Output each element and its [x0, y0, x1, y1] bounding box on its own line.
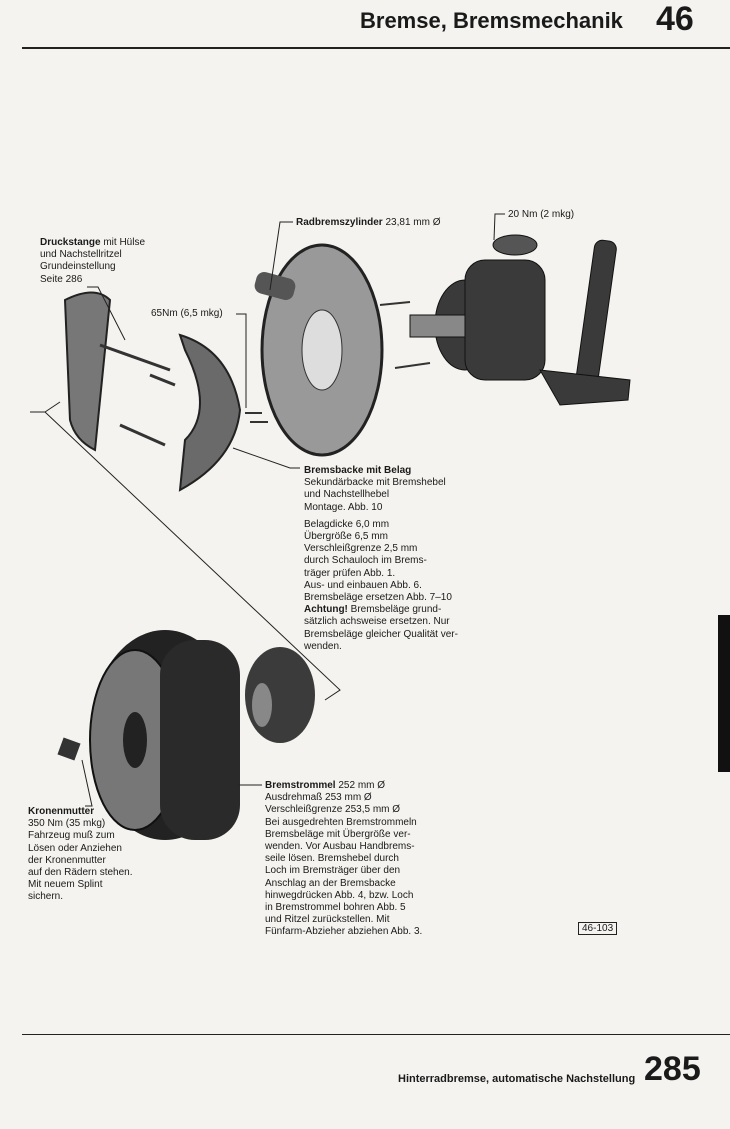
wheel-bearing-housing	[409, 234, 631, 406]
bremsbacke-spec: Übergröße 6,5 mm	[304, 531, 388, 543]
springs	[99, 343, 176, 447]
kronenmutter-line: der Kronenmutter	[28, 854, 106, 866]
bremstrommel-line: hinwegdrücken Abb. 4, bzw. Loch	[265, 889, 414, 901]
kronenmutter-title: Kronenmutter	[28, 806, 95, 817]
footer-rule	[22, 1034, 730, 1035]
bremstrommel-size: 252 mm Ø	[335, 780, 386, 791]
brake-drum	[89, 630, 240, 840]
bolts	[245, 301, 431, 423]
kronenmutter-line: 350 Nm (35 mkg)	[28, 818, 106, 830]
radbremszylinder-title: Radbremszylinder	[296, 217, 383, 228]
bremsbacke-spec: Verschleißgrenze 2,5 mm	[304, 543, 418, 555]
wheel-hub	[245, 647, 315, 743]
bremstrommel-line: Bremsbeläge mit Übergröße ver-	[265, 828, 411, 840]
chapter-thumb-tab	[718, 615, 730, 772]
castle-nut	[57, 737, 81, 761]
torque-20-label: 20 Nm (2 mkg)	[508, 209, 575, 220]
warning-text: Bremsbeläge gleicher Qualität ver-	[304, 628, 458, 640]
druckstange-title-rest: mit Hülse	[100, 237, 146, 248]
radbremszylinder-size: 23,81 mm Ø	[382, 217, 441, 228]
kronenmutter-line: Fahrzeug muß zum	[28, 830, 115, 842]
footer-title: Hinterradbremse, automatische Nachstellu…	[398, 1073, 636, 1085]
bremstrommel-line: Anschlag an der Bremsbacke	[265, 877, 396, 889]
bremsbacke-title: Bremsbacke mit Belag	[304, 465, 412, 476]
backing-plate	[254, 243, 384, 457]
kronenmutter-line: Lösen oder Anziehen	[28, 842, 122, 854]
chapter-number: 46	[656, 0, 694, 38]
warning-text: sätzlich achsweise ersetzen. Nur	[304, 616, 450, 628]
druckstange-title: Druckstange	[40, 237, 101, 248]
bremsbacke-line: und Nachstellhebel	[304, 489, 390, 501]
bremsbacke-spec: Aus- und einbauen Abb. 6.	[304, 579, 422, 591]
page-number: 285	[644, 1050, 701, 1088]
torque-65-label: 65Nm (6,5 mkg)	[151, 308, 223, 319]
bremstrommel-line: Verschleißgrenze 253,5 mm Ø	[265, 804, 401, 816]
druckstange-line: Seite 286	[40, 273, 83, 285]
druckstange-line: Grundeinstellung	[40, 261, 116, 273]
warning-text: Bremsbeläge grund-	[347, 604, 442, 616]
bremstrommel-line: wenden. Vor Ausbau Handbrems-	[265, 841, 415, 853]
bremsbacke-label: Bremsbacke mit Belag Sekundärbacke mit B…	[304, 465, 458, 653]
bremsbacke-line: Montage. Abb. 10	[304, 501, 383, 513]
bremstrommel-line: Loch im Bremsträger über den	[265, 865, 401, 877]
brake-shoe-left	[63, 291, 112, 452]
bremstrommel-line: in Bremstrommel bohren Abb. 5	[265, 902, 406, 914]
warning-label: Achtung!	[304, 604, 348, 616]
bremstrommel-line: und Ritzel zurückstellen. Mit	[265, 914, 390, 926]
bremstrommel-title: Bremstrommel	[265, 780, 336, 791]
bremstrommel-line: Fünfarm-Abzieher abziehen Abb. 3.	[265, 926, 423, 938]
kronenmutter-line: sichern.	[28, 891, 64, 903]
bremsbacke-spec: durch Schauloch im Brems-	[304, 555, 427, 567]
bremstrommel-line: seile lösen. Bremshebel durch	[265, 853, 399, 865]
bremsbacke-spec: Bremsbeläge ersetzen Abb. 7–10	[304, 592, 452, 604]
brake-shoe-right	[178, 333, 242, 492]
kronenmutter-line: auf den Rädern stehen.	[28, 867, 133, 879]
kronenmutter-label: Kronenmutter 350 Nm (35 mkg) Fahrzeug mu…	[28, 806, 133, 904]
radbremszylinder-label: Radbremszylinder 23,81 mm Ø	[296, 217, 441, 229]
kronenmutter-line: Mit neuem Splint	[28, 879, 103, 891]
figure-reference: 46-103	[578, 922, 618, 935]
bremstrommel-line: Bei ausgedrehten Bremstrommeln	[265, 816, 417, 828]
warning-text: wenden.	[304, 640, 342, 652]
bremstrommel-line: Ausdrehmaß 253 mm Ø	[265, 792, 372, 804]
bremstrommel-label: Bremstrommel 252 mm Ø Ausdrehmaß 253 mm …	[265, 780, 422, 939]
bremsbacke-line: Sekundärbacke mit Bremshebel	[304, 477, 446, 489]
druckstange-label: Druckstange mit Hülse und Nachstellritze…	[40, 237, 145, 286]
leader-lines	[30, 213, 505, 807]
bremsbacke-spec: Belagdicke 6,0 mm	[304, 518, 390, 530]
page-title: Bremse, Bremsmechanik	[360, 8, 623, 33]
druckstange-line: und Nachstellritzel	[40, 249, 122, 261]
header-rule	[22, 47, 730, 49]
bremsbacke-spec: träger prüfen Abb. 1.	[304, 567, 396, 579]
